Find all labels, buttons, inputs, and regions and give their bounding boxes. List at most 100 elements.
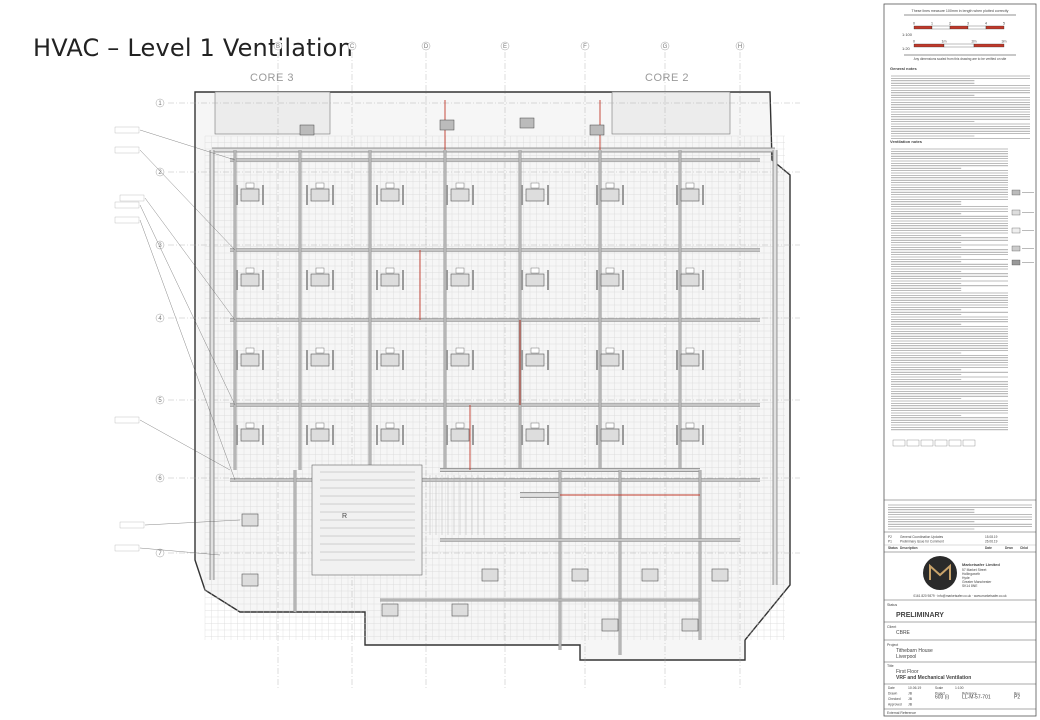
general-notes-text (891, 76, 1030, 138)
grille (316, 268, 324, 273)
grid-col-label: G (663, 44, 668, 50)
grille (246, 423, 254, 428)
legend-cell (949, 440, 961, 446)
grille (686, 348, 694, 353)
grid-col-label: D (424, 44, 429, 50)
revision-date: 26.06.19 (985, 540, 998, 544)
meta-value: LL-M-57-701 (962, 695, 991, 701)
room-label: R (342, 513, 347, 520)
core-2-label: CORE 2 (645, 72, 689, 84)
indoor-unit (526, 274, 544, 286)
core-2-area (612, 92, 730, 134)
annotation-box (115, 217, 139, 223)
revision-header: Drwn (1005, 546, 1013, 550)
legend-swatch (1012, 246, 1020, 251)
legend-cell (963, 440, 975, 446)
grid-col-label: B (276, 44, 280, 50)
meta-value: JB (908, 697, 913, 701)
plant-unit (590, 125, 604, 135)
scale-tick-label: 3 (967, 22, 969, 26)
indoor-unit (241, 189, 259, 201)
drawing-meta-table: Date10.06.19Scale1:100DrawnJBProject603 … (884, 686, 1036, 709)
company-address: 57 Market StreetHollingworthHydeGreater … (962, 568, 992, 588)
scale-tick-label: 2m (972, 40, 977, 44)
annotation-box (115, 202, 139, 208)
grille (386, 423, 394, 428)
annotation-box (120, 195, 144, 201)
grille (316, 423, 324, 428)
title-line-2: VRF and Mechanical Ventilation (896, 675, 971, 681)
indoor-unit (681, 189, 699, 201)
company-name: Marketsafer Limited (962, 562, 1000, 567)
legend-swatch (1012, 190, 1020, 195)
indoor-unit (242, 514, 258, 526)
grid-col-label: E (503, 44, 507, 50)
scale-tick-label: 0 (913, 40, 915, 44)
scale-segment (950, 26, 968, 29)
scale-tick-label: 4 (985, 22, 987, 26)
grille (606, 268, 614, 273)
indoor-unit (682, 619, 698, 631)
grille (531, 183, 539, 188)
grille (686, 423, 694, 428)
annotation-box (115, 417, 139, 423)
indoor-unit (602, 619, 618, 631)
disclaimer-text (888, 505, 1032, 529)
title-label: Title (887, 664, 894, 668)
client-value: CBRE (896, 630, 911, 636)
grille (686, 268, 694, 273)
indoor-unit (451, 274, 469, 286)
revision-header: Status (888, 546, 898, 550)
grille (531, 423, 539, 428)
revision-header: Description (900, 546, 918, 550)
indoor-unit (451, 189, 469, 201)
indoor-unit (451, 354, 469, 366)
revision-number: P1 (888, 540, 892, 544)
indoor-unit (311, 429, 329, 441)
scale-segment (986, 26, 1004, 29)
company-logo (923, 556, 957, 590)
scale-tick-label: 3m (1002, 40, 1007, 44)
scale-segment (914, 44, 944, 47)
grille (456, 348, 464, 353)
meta-value: P2 (1014, 695, 1020, 701)
indoor-unit (241, 274, 259, 286)
company-contact: 0161 820 9879 · info@marketsafer.co.uk ·… (913, 594, 1007, 598)
grid-col-label: F (583, 44, 587, 50)
indoor-unit (601, 189, 619, 201)
grille (606, 348, 614, 353)
project-line-2: Liverpool (896, 654, 916, 660)
revision-header: Chkd (1020, 546, 1028, 550)
plant-unit (440, 120, 454, 130)
scale-bar-2-ratio: 1:20 (902, 46, 911, 51)
annotation-box (115, 127, 139, 133)
indoor-unit (601, 274, 619, 286)
indoor-unit (601, 429, 619, 441)
indoor-unit (526, 429, 544, 441)
indoor-unit (241, 354, 259, 366)
external-reference-label: External Reference (887, 711, 916, 715)
meta-label: Checked (888, 697, 901, 701)
title-block: P2General Coordination Updates15.08.19P1… (884, 500, 1036, 715)
plant-unit (520, 118, 534, 128)
indoor-unit (242, 574, 258, 586)
meta-value: 1:100 (955, 686, 964, 690)
meta-label: Scale (935, 686, 943, 690)
floor-plan: BCDEFGH1234567 R CORE 3 CORE 2 (115, 42, 800, 690)
meta-value: JB (908, 703, 913, 707)
core-3-label: CORE 3 (250, 72, 294, 84)
scale-tick-label: 0 (913, 22, 915, 26)
legend-cell (893, 440, 905, 446)
grille (686, 183, 694, 188)
grille (456, 183, 464, 188)
notes-block: General notes Ventilation notes (890, 66, 1034, 446)
scale-tick-label: 1 (931, 22, 933, 26)
grille (606, 183, 614, 188)
indoor-unit (311, 274, 329, 286)
scale-segment (968, 26, 986, 29)
scale-segment (932, 26, 950, 29)
scale-bar-1-ratio: 1:100 (902, 32, 913, 37)
meta-label: Date (888, 686, 895, 690)
meta-value: 603 (i) (935, 695, 950, 701)
